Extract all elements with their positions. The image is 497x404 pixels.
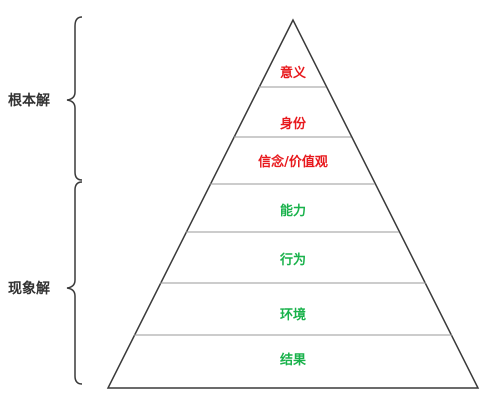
level-labels: 意义 身份 信念/价值观 能力 行为 环境 结果 — [258, 65, 328, 368]
level-label-behavior: 行为 — [279, 252, 306, 268]
level-dividers — [134, 86, 452, 336]
level-label-result: 结果 — [280, 352, 306, 368]
group-label-phenomenon: 现象解 — [8, 280, 50, 297]
level-label-beliefs-values: 信念/价值观 — [258, 154, 328, 170]
brace-root — [66, 16, 83, 181]
level-label-capability: 能力 — [280, 203, 306, 219]
level-label-environment: 环境 — [280, 307, 306, 323]
pyramid-outline — [106, 18, 480, 389]
level-label-identity: 身份 — [280, 116, 307, 132]
level-label-meaning: 意义 — [280, 65, 307, 81]
brace-phenomenon — [66, 181, 83, 385]
group-label-root: 根本解 — [8, 92, 50, 109]
